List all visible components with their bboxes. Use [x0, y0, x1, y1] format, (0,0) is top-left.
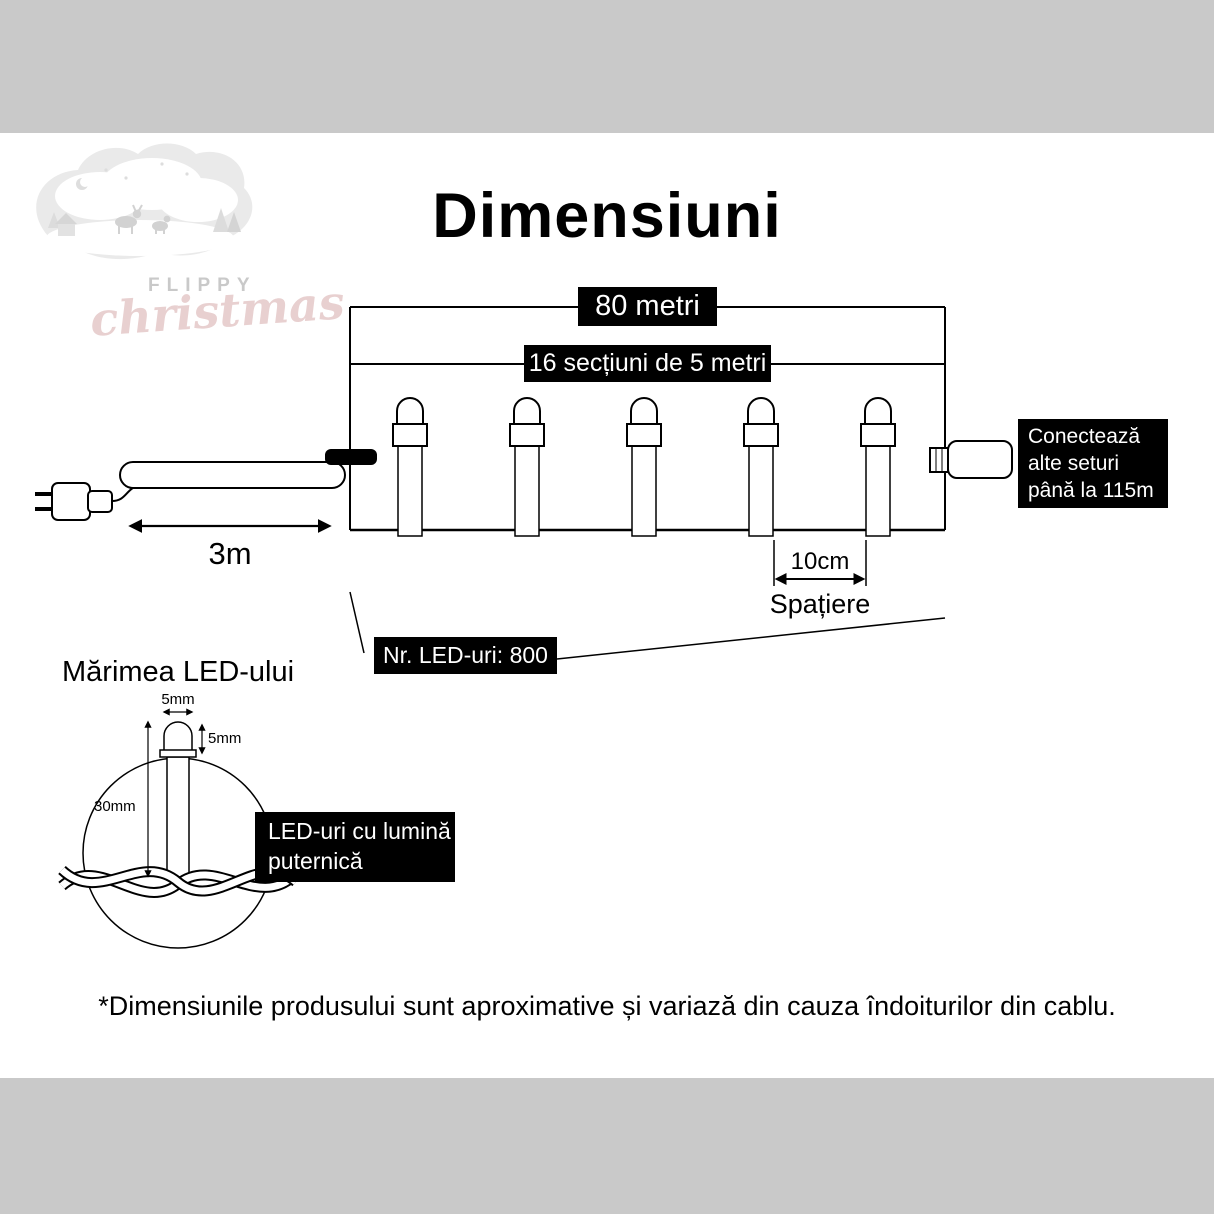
brightness-callout: LED-uri cu lumină puternică: [255, 812, 455, 882]
inline-connector-icon: [325, 449, 377, 465]
led-tip-height-label: 5mm: [208, 730, 242, 747]
brightness-callout-line: LED-uri cu lumină: [268, 818, 451, 845]
end-connector-icon: [929, 440, 1013, 479]
total-length-label: 80 metri: [578, 287, 717, 326]
page-title: Dimensiuni: [432, 181, 782, 251]
led-bulb: [509, 397, 545, 537]
led-bulb: [743, 397, 779, 537]
led-count-leaders: [349, 591, 946, 660]
spacing-label: Spațiere: [769, 589, 871, 619]
led-bulb: [392, 397, 428, 537]
power-plug-icon: [35, 482, 113, 521]
led-width-label: 5mm: [161, 691, 195, 708]
lead-cable: [111, 487, 134, 502]
brightness-callout-line: puternică: [268, 848, 363, 874]
led-bulb: [626, 397, 662, 537]
logo-winter-scene-icon: [36, 143, 253, 260]
led-body-height-label: 30mm: [94, 798, 136, 815]
led-count-label: Nr. LED-uri: 800: [374, 637, 557, 674]
led-bulbs: [392, 397, 896, 537]
extend-sets-line: alte seturi: [1028, 451, 1120, 475]
extend-sets-line: Conectează: [1028, 424, 1141, 448]
spacing-value-label: 10cm: [790, 548, 850, 575]
led-detail-arrows: [144, 708, 206, 878]
led-detail-bulb: [159, 721, 197, 878]
sections-label: 16 secțiuni de 5 metri: [524, 345, 771, 382]
extend-sets-line: până la 115m: [1028, 479, 1154, 503]
footnote: *Dimensiunile produsului sunt aproximati…: [98, 991, 1116, 1021]
lead-length-label: 3m: [208, 536, 252, 571]
led-bulb: [860, 397, 896, 537]
brand-flippy-text: FLIPPY: [148, 275, 257, 296]
spacing-arrow: [773, 540, 867, 586]
lead-cable-loop: [119, 461, 346, 489]
extend-sets-note: Conectează alte seturi până la 115m: [1018, 419, 1168, 508]
led-size-title: Mărimea LED-ului: [62, 656, 295, 688]
